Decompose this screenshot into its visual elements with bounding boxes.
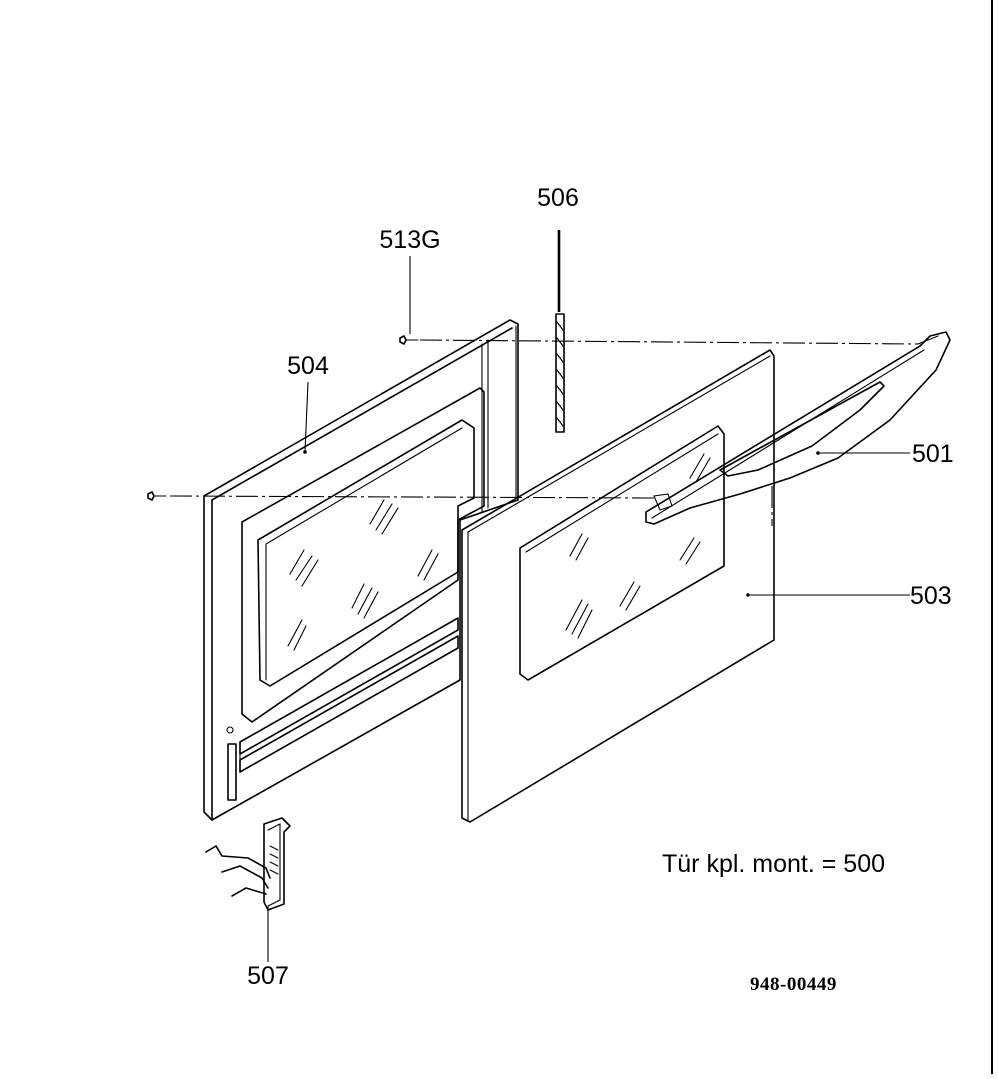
callout-507: 507	[247, 962, 289, 990]
callout-501: 501	[912, 440, 954, 468]
inner-door-panel-504	[203, 319, 519, 821]
leader-lines	[267, 230, 910, 962]
hinge-507	[205, 817, 291, 911]
callout-503: 503	[910, 582, 952, 610]
screw-513g-side	[147, 491, 167, 501]
drawing-number: 948-00449	[750, 974, 837, 995]
handle-501	[645, 331, 951, 525]
outer-glass-panel-503	[461, 349, 775, 823]
callout-504: 504	[287, 352, 329, 380]
spacer-strip-506	[555, 313, 565, 433]
callout-506: 506	[537, 184, 579, 212]
assembly-note: Tür kpl. mont. = 500	[662, 850, 885, 878]
assembly-axis-lines	[169, 339, 919, 526]
callout-513g: 513G	[379, 226, 440, 254]
screw-513g-top	[399, 335, 419, 345]
